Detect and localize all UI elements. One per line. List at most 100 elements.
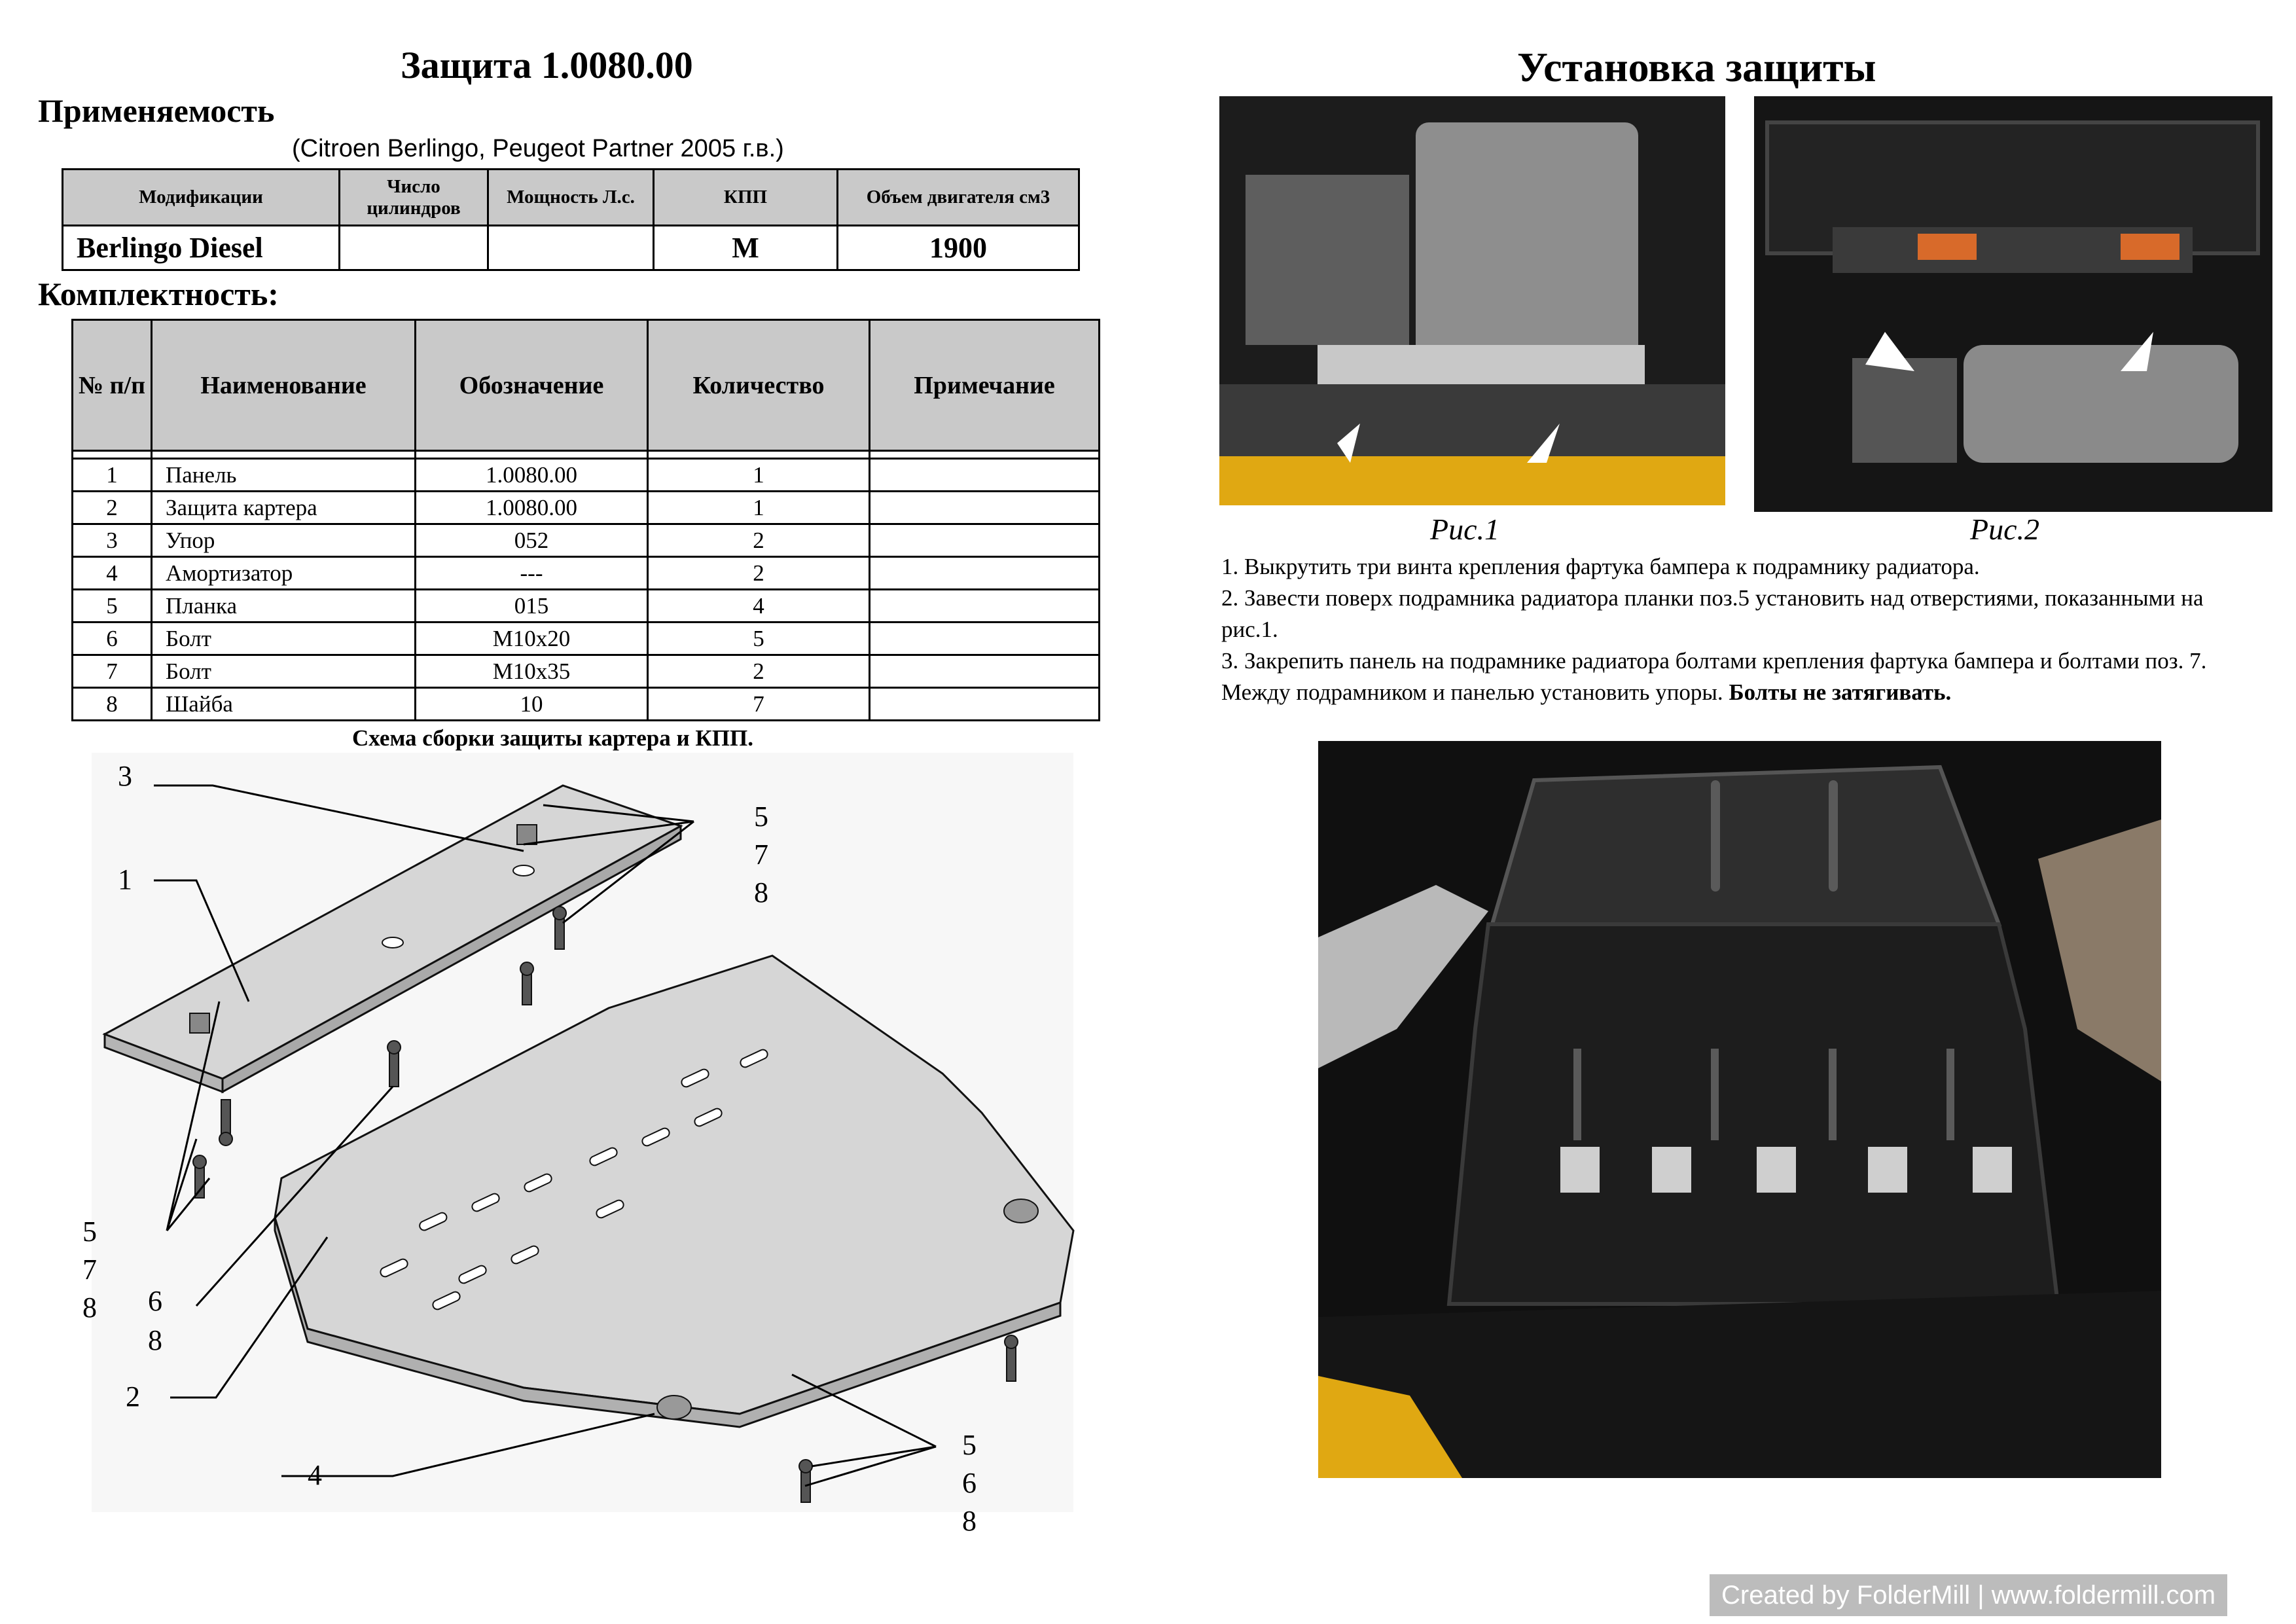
kit-cell-quantity: 2 [647,654,870,689]
callout-3: 3 [118,760,132,792]
bolt-icons [192,906,1018,1503]
kit-cell-note [869,687,1100,721]
kit-cell-quantity: 1 [647,458,870,492]
kit-cell-name: Шайба [151,687,416,721]
step-1: 1. Выкрутить три винта крепления фартука… [1221,554,1980,579]
photo-fig2 [1754,96,2272,512]
kit-cell-designation: 052 [414,523,649,558]
kit-cell-designation: --- [414,556,649,590]
callout-5-left: 5 [82,1216,97,1248]
sump-guard-part [274,954,1075,1428]
callout-5-top: 5 [754,801,768,833]
leader-lines [154,784,937,1487]
applicability-note: (Citroen Berlingo, Peugeot Partner 2005 … [292,135,784,162]
kit-cell-quantity: 2 [647,556,870,590]
kit-header-designation: Обозначение [414,319,649,452]
kit-header-quantity: Количество [647,319,870,452]
kit-cell-number: 4 [71,556,152,590]
kit-cell-name: Защита картера [151,490,416,525]
fig2-caption: Рис.2 [1970,513,2040,546]
foldermill-watermark: Created by FolderMill | www.foldermill.c… [1710,1574,2228,1616]
step-3-text: 3. Закрепить панель на подрамнике радиат… [1221,648,2207,705]
step-2: 2. Завести поверх подрамника радиатора п… [1221,585,2204,642]
kit-cell-number: 1 [71,458,152,492]
assembly-diagram [92,753,1075,1512]
instruction-steps: 1. Выкрутить три винта крепления фартука… [1221,551,2242,708]
callout-6-mid: 6 [148,1285,162,1317]
scheme-caption: Схема сборки защиты картера и КПП. [352,725,753,751]
mod-header-cylinders: Число цилиндров [338,168,489,226]
mod-header-displacement: Объем двигателя см3 [836,168,1080,226]
modification-table: Модификации Число цилиндров Мощность Л.с… [62,168,1080,271]
kit-cell-designation: 1.0080.00 [414,458,649,492]
callout-7-left: 7 [82,1254,97,1286]
kit-header-number: № п/п [71,319,152,452]
callout-7-top: 7 [754,839,768,871]
callout-2: 2 [126,1380,140,1413]
kit-cell-quantity: 5 [647,621,870,656]
installation-title: Установка защиты [1517,44,1876,90]
kit-header-note: Примечание [869,319,1100,452]
kit-heading: Комплектность: [38,276,279,312]
mod-cell-name: Berlingo Diesel [62,225,340,271]
kit-cell-name: Планка [151,588,416,623]
callout-8-top: 8 [754,876,768,909]
kit-cell-quantity: 4 [647,588,870,623]
kit-cell-quantity: 2 [647,523,870,558]
callout-8-left: 8 [82,1291,97,1324]
callout-6-bottom: 6 [962,1467,977,1499]
callout-8-bottom: 8 [962,1505,977,1537]
kit-cell-name: Панель [151,458,416,492]
mod-header-power: Мощность Л.с. [487,168,655,226]
mod-cell-displacement: 1900 [836,225,1080,271]
mod-cell-gearbox: M [653,225,838,271]
mod-header-gearbox: КПП [653,168,838,226]
kit-cell-name: Амортизатор [151,556,416,590]
callout-1: 1 [118,863,132,895]
fig1-caption: Рис.1 [1430,513,1500,546]
kit-cell-quantity: 7 [647,687,870,721]
callout-8-mid: 8 [148,1324,162,1356]
kit-cell-name: Болт [151,621,416,656]
kit-cell-designation: М10х20 [414,621,649,656]
kit-cell-note [869,556,1100,590]
kit-cell-note [869,654,1100,689]
kit-cell-note [869,523,1100,558]
kit-table: № п/п Наименование Обозначение Количеств… [71,319,1100,721]
kit-cell-number: 2 [71,490,152,525]
kit-cell-name: Болт [151,654,416,689]
kit-cell-designation: 015 [414,588,649,623]
kit-cell-number: 5 [71,588,152,623]
kit-cell-quantity: 1 [647,490,870,525]
mod-cell-power [487,225,655,271]
kit-cell-number: 7 [71,654,152,689]
kit-cell-number: 6 [71,621,152,656]
kit-cell-number: 8 [71,687,152,721]
kit-cell-number: 3 [71,523,152,558]
photo-installed-guard [1318,741,2161,1478]
kit-header-name: Наименование [151,319,416,452]
kit-cell-note [869,458,1100,492]
kit-cell-designation: М10х35 [414,654,649,689]
kit-cell-note [869,621,1100,656]
kit-cell-note [869,490,1100,525]
kit-cell-name: Упор [151,523,416,558]
callout-5-bottom: 5 [962,1429,977,1461]
kit-cell-note [869,588,1100,623]
step-3-warning: Болты не затягивать. [1729,679,1952,705]
mod-header-modifications: Модификации [62,168,340,226]
mod-cell-cylinders [338,225,489,271]
kit-cell-designation: 10 [414,687,649,721]
kit-cell-designation: 1.0080.00 [414,490,649,525]
applicability-heading: Применяемость [38,92,275,129]
front-panel-part [102,784,683,1094]
step-3: 3. Закрепить панель на подрамнике радиат… [1221,645,2242,708]
